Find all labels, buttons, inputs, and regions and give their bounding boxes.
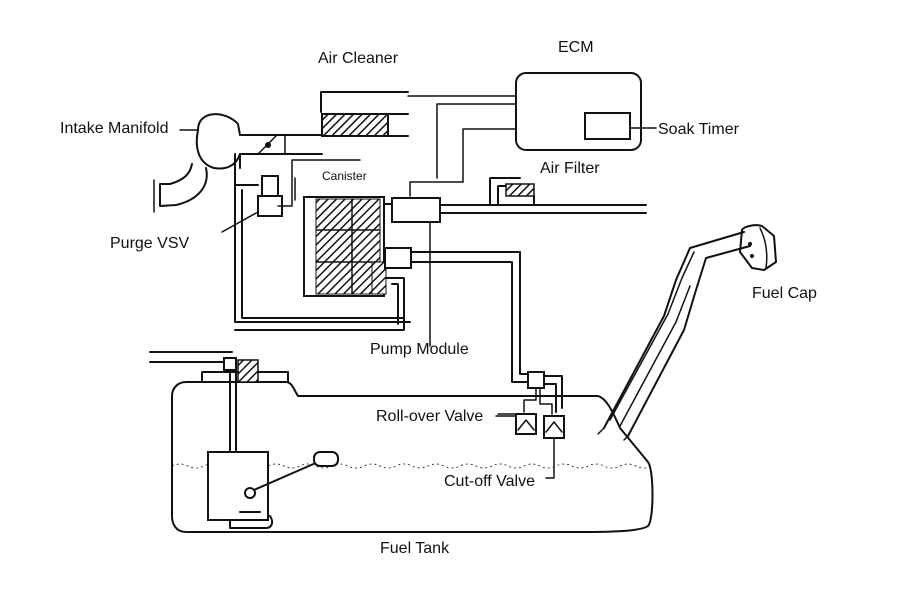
roll-over-valve-label: Roll-over Valve: [376, 408, 483, 425]
air-cleaner: [239, 91, 409, 155]
pump-module: [383, 197, 647, 347]
soak-timer-box: [584, 112, 631, 140]
leader-lines: [179, 129, 517, 417]
filler-pipe: [597, 231, 751, 441]
intake-manifold-label: Intake Manifold: [60, 120, 169, 137]
soak-timer-label: Soak Timer: [658, 121, 740, 138]
pump-module-label: Pump Module: [370, 341, 469, 358]
intake-manifold: [153, 113, 277, 213]
roll-over-valve: [497, 413, 537, 435]
fuel-pump-sender: [207, 357, 339, 529]
purge-vsv-label: Purge VSV: [110, 235, 189, 252]
canister-label: Canister: [322, 169, 367, 183]
cut-off-valve-label: Cut-off Valve: [444, 473, 535, 490]
fuel-tank-label: Fuel Tank: [380, 540, 450, 557]
canister: [234, 196, 405, 331]
air-cleaner-label: Air Cleaner: [318, 50, 399, 67]
cut-off-valve: [543, 415, 565, 479]
fuel-cap-label: Fuel Cap: [752, 285, 817, 302]
air-filter: [489, 177, 535, 206]
ecm-label: ECM: [558, 39, 594, 56]
ecm-unit: [515, 72, 657, 151]
vapor-lines: [410, 251, 563, 415]
fuel-cap: [739, 224, 777, 271]
air-filter-label: Air Filter: [540, 160, 600, 177]
ecm-wiring: [294, 95, 517, 201]
purge-vsv: [221, 153, 411, 323]
